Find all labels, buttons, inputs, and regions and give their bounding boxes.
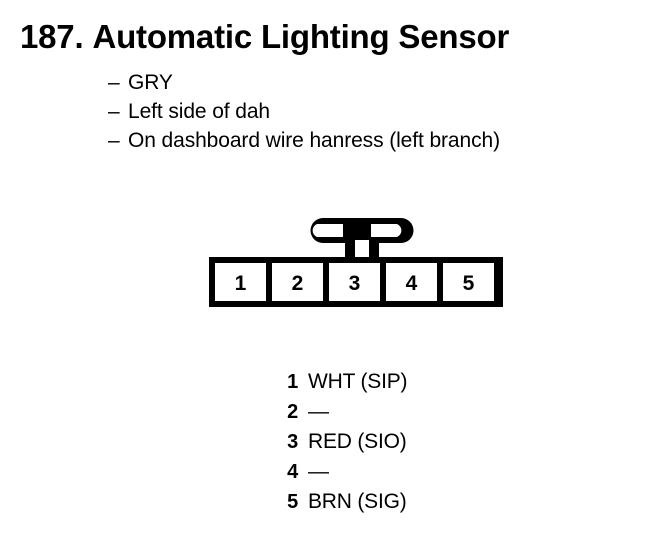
- connector-cell-number: 4: [406, 272, 418, 295]
- pinout-pin-number: 5: [287, 491, 298, 513]
- pinout-row: 4 —: [272, 460, 407, 490]
- connector-cell-number: 3: [349, 272, 361, 295]
- pinout-pin-number: 3: [287, 431, 298, 453]
- connector-cavity: [443, 263, 494, 301]
- connector-cell-number: 1: [235, 272, 247, 295]
- pinout-row: 3 RED (SIO): [272, 430, 407, 460]
- connector-diagram: 1 2 3 4 5: [205, 212, 507, 312]
- connector-cell-number: 5: [463, 272, 475, 295]
- section-title: Automatic Lighting Sensor: [92, 18, 510, 55]
- pinout-pin-label: BRN (SIG): [308, 490, 407, 513]
- page-title: 187.Automatic Lighting Sensor: [20, 17, 509, 57]
- pinout-pin-number: 4: [287, 461, 298, 483]
- connector-cell-number: 2: [292, 272, 304, 295]
- notes-list: –GRY –Left side of dah –On dashboard wir…: [108, 68, 500, 155]
- note-item: –Left side of dah: [108, 97, 500, 126]
- pinout-pin-number: 1: [287, 371, 298, 393]
- connector-cavity: [215, 263, 266, 301]
- pinout-legend: 1 WHT (SIP) 2 — 3 RED (SIO) 4 — 5 BRN (S…: [272, 370, 407, 520]
- pinout-pin-label: —: [308, 400, 329, 423]
- connector-cavity: [272, 263, 323, 301]
- note-item: –On dashboard wire hanress (left branch): [108, 126, 500, 155]
- note-text: Left side of dah: [128, 100, 271, 123]
- pinout-pin-label: —: [308, 460, 329, 483]
- section-number: 187.: [20, 18, 84, 55]
- dash-icon: –: [108, 71, 120, 94]
- pinout-row: 5 BRN (SIG): [272, 490, 407, 520]
- note-item: –GRY: [108, 68, 500, 97]
- note-text: GRY: [128, 71, 173, 94]
- pinout-pin-label: RED (SIO): [308, 430, 407, 453]
- pinout-row: 1 WHT (SIP): [272, 370, 407, 400]
- note-text: On dashboard wire hanress (left branch): [128, 129, 500, 152]
- dash-icon: –: [108, 100, 120, 123]
- connector-latch-icon: [310, 218, 414, 257]
- connector-cavity: [386, 263, 437, 301]
- pinout-pin-number: 2: [287, 401, 298, 423]
- pinout-pin-label: WHT (SIP): [308, 370, 408, 393]
- connector-cavity: [329, 263, 380, 301]
- pinout-row: 2 —: [272, 400, 407, 430]
- dash-icon: –: [108, 129, 120, 152]
